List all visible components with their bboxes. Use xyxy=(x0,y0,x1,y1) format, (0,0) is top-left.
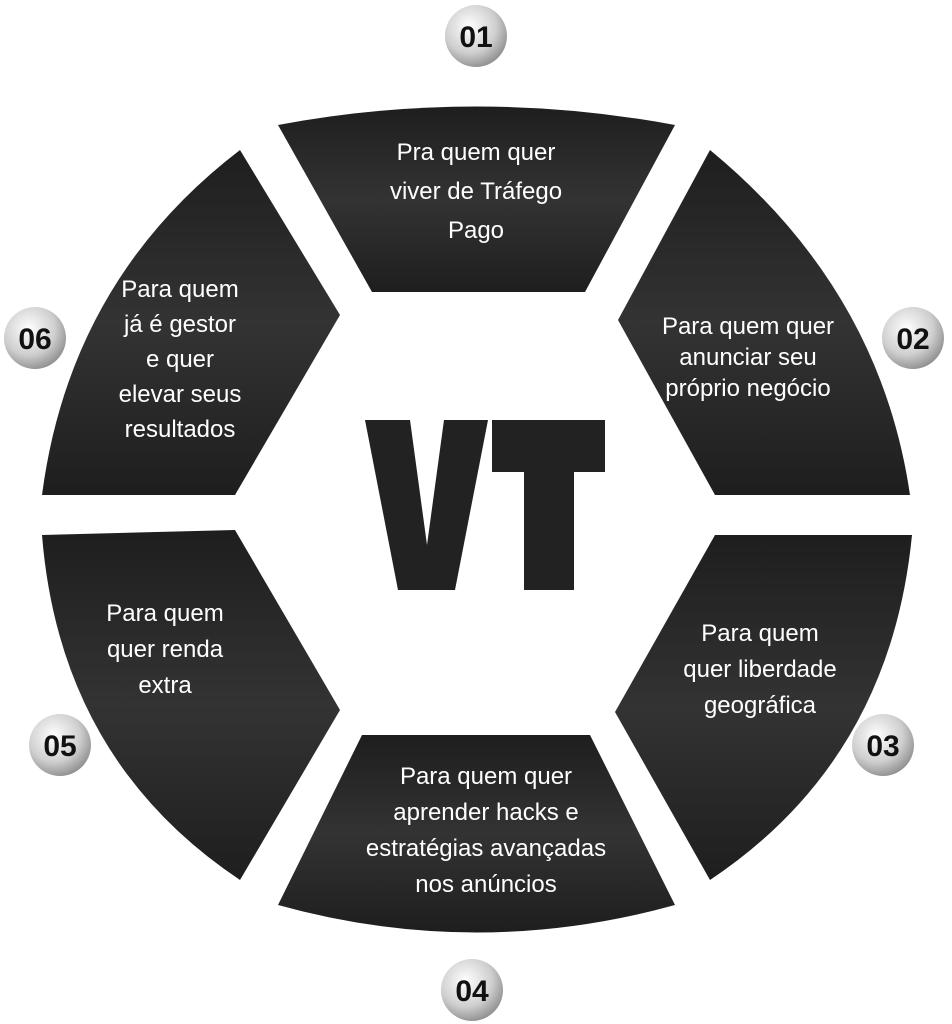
segment-04-label: Para quem quer aprender hacks e estratégia… xyxy=(366,763,606,898)
badge-circle xyxy=(852,714,914,776)
badge-circle xyxy=(29,714,91,776)
number-badge-04: 04 xyxy=(441,959,503,1021)
number-badge-02: 02 xyxy=(882,307,944,369)
segment-label-line: já é gestor xyxy=(123,311,236,338)
segment-label-line: Para quem xyxy=(106,600,223,627)
number-badge-01: 01 xyxy=(445,5,507,67)
segment-label-line: Pra quem quer xyxy=(397,139,556,166)
segment-label-line: quer liberdade xyxy=(683,656,836,683)
badge-circle xyxy=(441,959,503,1021)
segment-label-line: próprio negócio xyxy=(665,375,830,402)
segment-02-label: Para quem quer anunciar seu próprio negóci… xyxy=(662,313,834,402)
logo-letter-v xyxy=(365,420,488,590)
segment-label-line: extra xyxy=(138,672,192,699)
segment-01 xyxy=(278,106,675,292)
segment-03-label: Para quem quer liberdade geográfica xyxy=(683,620,836,719)
badge-number: 02 xyxy=(896,323,929,356)
segment-label-line: Para quem quer xyxy=(662,313,834,340)
segment-label-line: aprender hacks e xyxy=(393,799,578,826)
segment-label-line: resultados xyxy=(125,416,236,443)
segment-label-line: anunciar seu xyxy=(679,344,816,371)
number-badge-03: 03 xyxy=(852,714,914,776)
number-badge-05: 05 xyxy=(29,714,91,776)
badge-number: 05 xyxy=(43,730,76,763)
vt-logo xyxy=(365,420,605,590)
badge-number: 01 xyxy=(459,21,492,54)
segment-label-line: Pago xyxy=(448,217,504,244)
segment-label-line: estratégias avançadas xyxy=(366,835,606,862)
segment-05-label: Para quem quer renda extra xyxy=(106,600,223,699)
badge-circle xyxy=(4,307,66,369)
segment-06-label: Para quem já é gestor e quer elevar seus res… xyxy=(119,276,242,443)
segment-label-line: e quer xyxy=(146,346,214,373)
segment-05 xyxy=(42,530,340,880)
segment-label-line: quer renda xyxy=(107,636,224,663)
badge-number: 06 xyxy=(18,323,51,356)
badge-number: 03 xyxy=(866,730,899,763)
badge-number: 04 xyxy=(455,975,489,1008)
number-badge-06: 06 xyxy=(4,307,66,369)
segment-04 xyxy=(278,735,675,933)
segment-03 xyxy=(615,535,912,880)
segment-label-line: Para quem xyxy=(121,276,238,303)
logo-letter-t xyxy=(492,420,605,590)
segment-label-line: viver de Tráfego xyxy=(390,178,562,205)
segment-label-line: geográfica xyxy=(704,692,817,719)
badge-circle xyxy=(445,5,507,67)
segment-label-line: Para quem quer xyxy=(400,763,572,790)
segment-06 xyxy=(42,150,340,495)
badge-circle xyxy=(882,307,944,369)
segment-02 xyxy=(618,150,910,495)
segment-label-line: elevar seus xyxy=(119,381,242,408)
segment-label-line: nos anúncios xyxy=(415,871,556,898)
segment-label-line: Para quem xyxy=(701,620,818,647)
